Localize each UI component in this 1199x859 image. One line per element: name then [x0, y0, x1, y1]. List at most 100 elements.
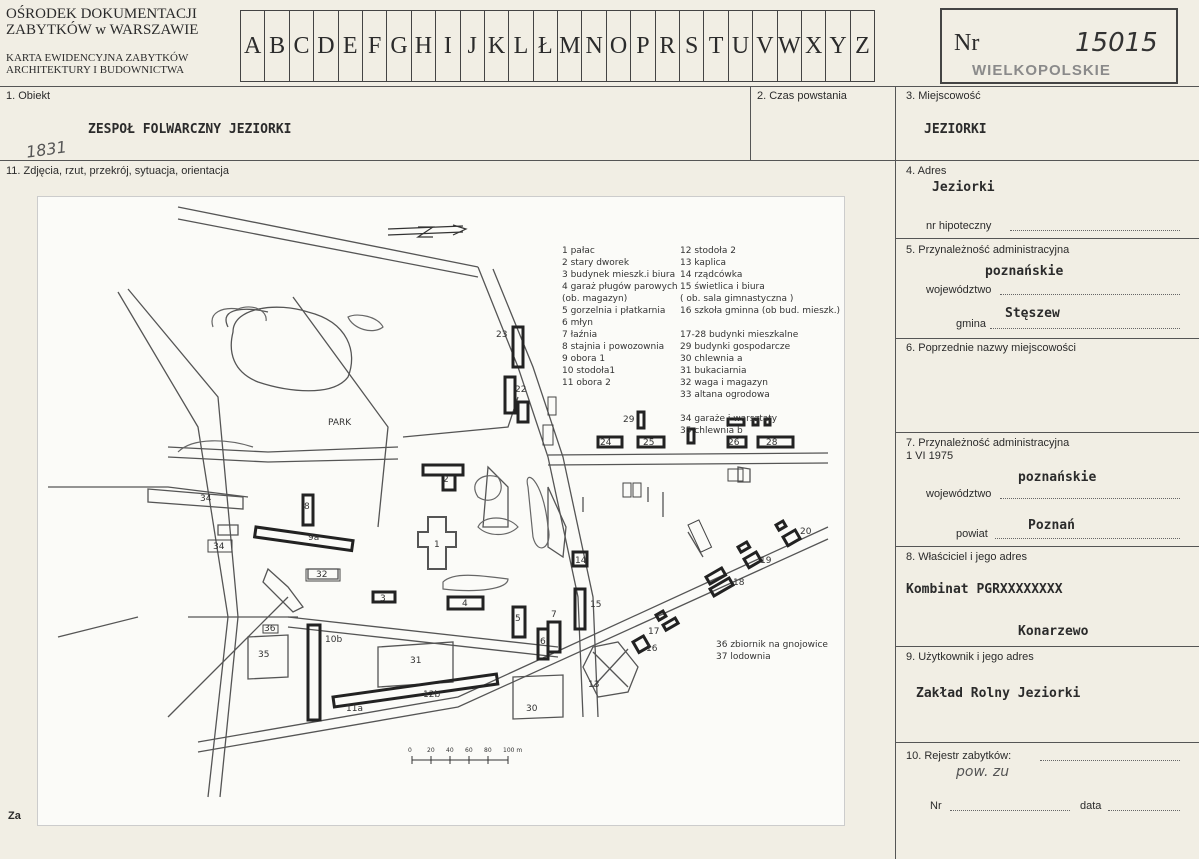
scale-label: 0: [408, 747, 412, 754]
rejestr-line: [1040, 760, 1180, 761]
legend-item: 11 obora 2: [562, 378, 611, 388]
building-label: 28: [766, 438, 778, 448]
divider: [895, 432, 1199, 433]
scale-label: 40: [446, 747, 454, 754]
adres-value: Jeziorki: [932, 180, 995, 195]
road-west: [117, 291, 229, 798]
przynaleznosc75-date: 1 VI 1975: [906, 450, 954, 462]
divider: [895, 646, 1199, 647]
pond: [230, 306, 353, 392]
legend-item: 32 waga i magazyn: [680, 378, 768, 388]
miejscowosc-value: JEZIORKI: [924, 122, 987, 137]
legend-item: 9 obora 1: [562, 354, 606, 364]
letter-cell: J: [459, 11, 484, 81]
building-label: 8: [304, 502, 310, 512]
letter-cell: D: [313, 11, 337, 81]
wojewodztwo75-label: województwo: [926, 488, 992, 500]
letter-cell: R: [654, 11, 679, 81]
building-label: 3: [380, 594, 386, 604]
rejestr-nr-line: [950, 810, 1070, 811]
building-label: 6: [540, 637, 546, 647]
poprzednie-label: 6. Poprzednie nazwy miejscowości: [906, 342, 1076, 354]
building-label: 18: [733, 578, 745, 588]
palace-outline: [417, 516, 457, 570]
divider: [0, 160, 1199, 161]
letter-cell: Z: [849, 11, 874, 81]
divider: [750, 86, 751, 160]
scale-label: 60: [465, 747, 473, 754]
gmina-label: gmina: [956, 318, 986, 330]
legend-item: 1 pałac: [562, 246, 595, 256]
letter-cell: F: [361, 11, 386, 81]
building-label: 4: [462, 599, 468, 609]
letter-cell: M: [557, 11, 581, 81]
wojewodztwo-label: województwo: [926, 284, 992, 296]
legend-item: 12 stodoła 2: [680, 246, 736, 256]
legend-item: [680, 401, 840, 413]
letter-cell: N: [581, 11, 605, 81]
legend-item: [680, 317, 840, 329]
zdjecia-label: 11. Zdjęcia, rzut, przekrój, sytuacja, o…: [6, 165, 229, 177]
legend-item: 10 stodoła1: [562, 366, 616, 376]
scale-bar: [411, 756, 509, 764]
divider: [895, 546, 1199, 547]
scale-label: 80: [484, 747, 492, 754]
region-stamp: WIELKOPOLSKIE: [972, 62, 1111, 79]
divider: [895, 742, 1199, 743]
gmina-value: Stęszew: [1005, 306, 1060, 321]
wojewodztwo-line: [1000, 294, 1180, 295]
nr-value: 15015: [1075, 28, 1158, 58]
letter-cell: O: [605, 11, 630, 81]
letter-cell: K: [483, 11, 508, 81]
legend-item: 7 łaźnia: [562, 330, 598, 340]
road-north: [177, 206, 479, 268]
letter-cell: T: [703, 11, 727, 81]
letter-cell: C: [288, 11, 313, 81]
legend-item: 16 szkoła gminna (ob bud. mieszk.): [680, 306, 841, 316]
legend-item: ( ob. sala gimnastyczna ): [680, 294, 794, 304]
site-plan-map: 123456789a10b11a12b131415161718192022232…: [48, 206, 829, 798]
letter-cell: V: [752, 11, 776, 81]
uzytkownik-label: 9. Użytkownik i jego adres: [906, 651, 1034, 663]
building-label: 19: [760, 556, 772, 566]
building-label: 36: [264, 624, 276, 634]
divider: [895, 238, 1199, 239]
road-center: [477, 266, 584, 718]
building-label: 15: [590, 600, 601, 610]
wlasciciel-city: Konarzewo: [1018, 624, 1089, 639]
building-label: 11a: [346, 704, 363, 714]
wlasciciel-value: Kombinat PGRXXXXXXXX: [906, 582, 1063, 597]
legend-item: 29 budynki gospodarcze: [680, 342, 791, 352]
adres-label: 4. Adres: [906, 165, 947, 177]
building-label: 34: [200, 494, 212, 504]
letter-cell: E: [337, 11, 362, 81]
rejestr-note: pow. zu: [956, 764, 1010, 780]
building-label: 10b: [325, 635, 342, 645]
miejscowosc-label: 3. Miejscowość: [906, 90, 981, 102]
building-label: 24: [600, 438, 612, 448]
letter-cell: H: [410, 11, 435, 81]
legend-item: 35 chlewnia b: [680, 426, 743, 436]
rejestr-label: 10. Rejestr zabytków:: [906, 750, 1012, 762]
obiekt-value: ZESPOŁ FOLWARCZNY JEZIORKI: [88, 122, 292, 137]
rejestr-nr-label: Nr: [930, 800, 942, 812]
road-south: [197, 526, 829, 743]
letter-cell: P: [630, 11, 654, 81]
building-label: 35: [258, 650, 269, 660]
bottom-left-text: Za: [8, 810, 21, 822]
legend-item: 30 chlewnia a: [680, 354, 743, 364]
building-label: 2: [443, 475, 449, 485]
gmina-line: [990, 328, 1180, 329]
legend-item: 31 bukaciarnia: [680, 366, 747, 376]
powiat-line: [995, 538, 1180, 539]
powiat-label: powiat: [956, 528, 988, 540]
letter-cell: X: [800, 11, 825, 81]
wojewodztwo-value: poznańskie: [985, 264, 1064, 279]
building-label: 12b: [423, 690, 440, 700]
legend-item: 8 stajnia i powozownia: [562, 342, 665, 352]
legend-item: 15 świetlica i biura: [680, 282, 765, 292]
